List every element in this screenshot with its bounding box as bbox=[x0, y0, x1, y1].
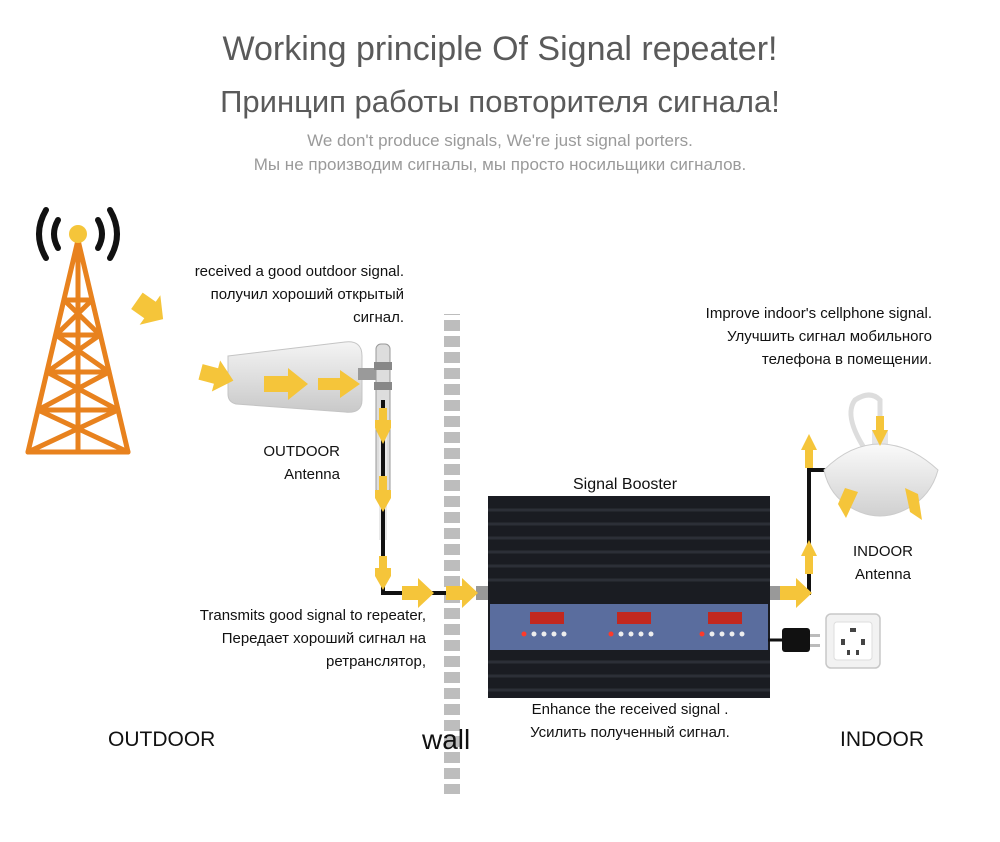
zone-wall: wall bbox=[422, 724, 471, 755]
tower-beacon bbox=[69, 225, 87, 243]
outdoor-signal-label-en: received a good outdoor signal. bbox=[194, 263, 404, 280]
booster-input-connector bbox=[476, 586, 490, 600]
subtitle-english: We don't produce signals, We're just sig… bbox=[307, 131, 693, 150]
booster-channel-3 bbox=[699, 612, 745, 637]
enhance-label-ru: Усилить полученный сигнал. bbox=[530, 724, 730, 741]
improve-label-ru-2: телефона в помещении. bbox=[761, 351, 932, 368]
signal-booster-device bbox=[488, 496, 770, 698]
enhance-label-en: Enhance the received signal . bbox=[531, 701, 729, 718]
outdoor-antenna-label: OUTDOOR Antenna bbox=[230, 440, 340, 486]
transmit-label-en: Transmits good signal to repeater, bbox=[199, 607, 426, 624]
transmit-label-ru-1: Передает хороший сигнал на bbox=[221, 630, 426, 647]
improve-label-ru-1: Улучшить сигнал мобильного bbox=[726, 328, 932, 345]
indoor-antenna-label-2: Antenna bbox=[855, 566, 911, 583]
transmit-label: Transmits good signal to repeater, Перед… bbox=[140, 604, 426, 673]
outdoor-antenna-label-1: OUTDOOR bbox=[263, 443, 340, 460]
outdoor-signal-label: received a good outdoor signal. получил … bbox=[120, 260, 404, 329]
transmit-label-ru-2: ретранслятор, bbox=[326, 653, 426, 670]
booster-channel-2 bbox=[608, 612, 654, 637]
power-plug-icon bbox=[768, 628, 820, 652]
zone-indoor: INDOOR bbox=[840, 728, 924, 751]
signal-wave-icon bbox=[36, 207, 120, 261]
outdoor-signal-label-ru-2: сигнал. bbox=[353, 309, 404, 326]
indoor-antenna-label: INDOOR Antenna bbox=[828, 540, 938, 586]
outdoor-cable bbox=[381, 400, 484, 595]
improve-label-en: Improve indoor's cellphone signal. bbox=[705, 305, 932, 322]
enhance-label: Enhance the received signal . Усилить по… bbox=[490, 698, 770, 744]
improve-label: Improve indoor's cellphone signal. Улучш… bbox=[640, 302, 932, 371]
booster-channel-1 bbox=[521, 612, 567, 637]
title-russian: Принцип работы повторителя сигнала! bbox=[220, 84, 780, 119]
zone-outdoor: OUTDOOR bbox=[108, 728, 216, 751]
outdoor-antenna-label-2: Antenna bbox=[284, 466, 340, 483]
power-socket-icon bbox=[825, 613, 881, 669]
title-english: Working principle Of Signal repeater! bbox=[222, 30, 778, 68]
cell-tower-icon bbox=[25, 237, 131, 455]
outdoor-signal-label-ru-1: получил хороший открытый bbox=[210, 286, 404, 303]
signal-flow-arrows bbox=[131, 292, 922, 608]
wall bbox=[444, 314, 460, 794]
indoor-antenna-label-1: INDOOR bbox=[853, 543, 913, 560]
signal-booster-label: Signal Booster bbox=[572, 476, 678, 493]
subtitle-russian: Мы не производим сигналы, мы просто носи… bbox=[253, 155, 747, 174]
